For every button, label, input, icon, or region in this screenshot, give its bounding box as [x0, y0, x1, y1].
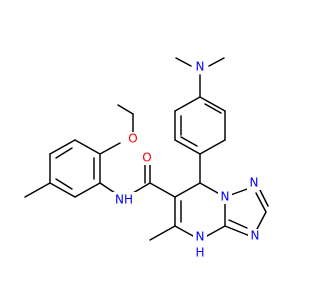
chemical-structure-canvas: N O NH O N N N N H	[24, 57, 269, 260]
atom-label-layer: N O NH O N N N N H	[111, 60, 262, 260]
bond-ar2-double-b	[55, 147, 73, 159]
bond-ome-methyl-2	[117, 104, 134, 115]
bond-tri-double-a	[228, 219, 248, 229]
bond-tri-2	[255, 192, 267, 213]
bond-ring-carbonyl	[149, 182, 176, 198]
label-bg-n-bridge	[218, 190, 232, 204]
bond-pyr-1	[174, 182, 201, 198]
bond-phenyl-double-a	[204, 103, 222, 114]
bond-ar2-double-c	[55, 178, 73, 190]
bond-layer	[24, 57, 269, 241]
bond-pyr-4	[206, 225, 226, 237]
label-bg-n-triazole-right	[248, 229, 262, 243]
bond-ar2-3	[49, 139, 76, 155]
label-bg-n-amide	[111, 192, 137, 207]
atom-label-n-triazole-right: N	[251, 229, 260, 243]
atom-label-h-ring: H	[195, 246, 204, 260]
label-bg-n-triazole-top	[247, 176, 261, 190]
bond-phenyl-double-b	[180, 136, 198, 147]
label-bg-n-dimethylamino	[193, 60, 207, 74]
atom-label-n-bridge: N	[221, 190, 230, 204]
atom-label-n-ring: N	[196, 230, 205, 244]
label-bg-o-methoxy	[126, 132, 140, 146]
bond-nme-left	[175, 57, 192, 67]
bond-ar2-methyl	[24, 182, 51, 198]
bond-nh-aryl	[99, 182, 116, 194]
bond-nme-right	[208, 57, 225, 67]
bond-tri-3	[255, 211, 267, 232]
bond-phenyl-1	[199, 96, 226, 112]
atom-label-n-amide: NH	[115, 193, 133, 207]
bond-ar2-6	[74, 182, 101, 198]
atom-label-o-methoxy: O	[128, 132, 137, 146]
bond-ar2-2	[74, 139, 101, 155]
label-bg-o-carbonyl	[140, 151, 154, 165]
bond-ring-methyl	[149, 225, 176, 241]
bond-phenyl-4	[174, 139, 201, 155]
atom-label-n-triazole-top: N	[250, 176, 259, 190]
bond-pyr-3	[174, 225, 194, 237]
bond-ar2-5	[49, 182, 76, 198]
bond-phenyl-6	[174, 96, 201, 112]
bond-tri-4	[224, 225, 251, 237]
atom-label-o-carbonyl: O	[142, 151, 151, 165]
bond-carbonyl-n	[132, 182, 151, 194]
label-bg-n-ring-h	[193, 230, 207, 244]
bond-phenyl-3	[199, 139, 226, 155]
molecule-drawing: N O NH O N N N N H	[24, 57, 269, 260]
atom-label-n-dimethylamino: N	[196, 60, 205, 74]
bond-ar2-ome	[99, 142, 121, 155]
